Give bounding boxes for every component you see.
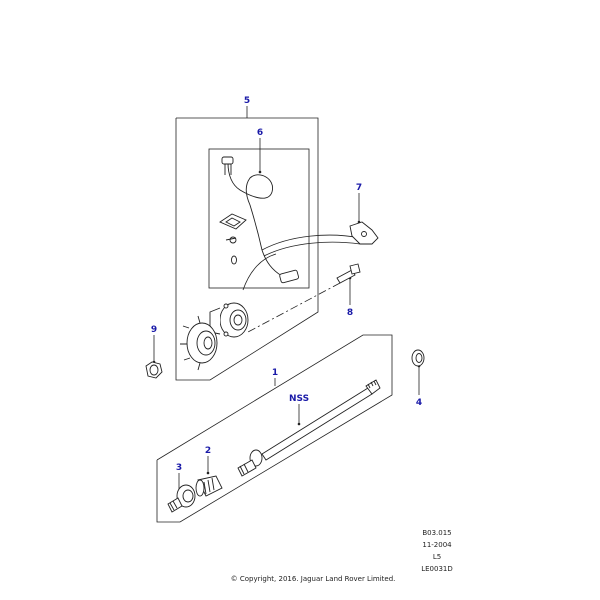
callout-9: 9 [151,325,157,335]
group-box-1 [156,334,393,523]
seal-part [411,349,425,367]
diagram-ref: B03.015 [422,529,452,537]
bolt-part [336,263,361,284]
diagram-model: L5 [432,553,442,561]
diagram-code: LE0031D [421,565,453,573]
group-box-5 [175,117,319,381]
callout-nss: NSS [289,394,309,404]
bracket-part [349,221,379,245]
hub-assembly [209,302,249,338]
callout-5: 5 [244,96,250,106]
callout-4: 4 [416,398,422,408]
callout-1: 1 [272,368,278,378]
callout-7: 7 [356,183,362,193]
cv-boot-part [195,475,223,497]
wheel-hub [180,315,218,371]
callout-3: 3 [176,463,182,473]
alignment-line [247,282,341,333]
abs-sensor-cable [219,156,299,284]
drive-shaft [237,379,381,477]
diagram-date: 11-2004 [422,541,452,549]
copyright-text: © Copyright, 2016. Jaguar Land Rover Lim… [230,575,396,583]
sensor-harness [242,234,361,291]
callout-6: 6 [257,128,263,138]
cv-joint-part [167,484,196,513]
hub-nut-part [145,361,163,379]
callout-2: 2 [205,446,211,456]
group-box-6 [208,148,310,289]
callout-8: 8 [347,308,353,318]
